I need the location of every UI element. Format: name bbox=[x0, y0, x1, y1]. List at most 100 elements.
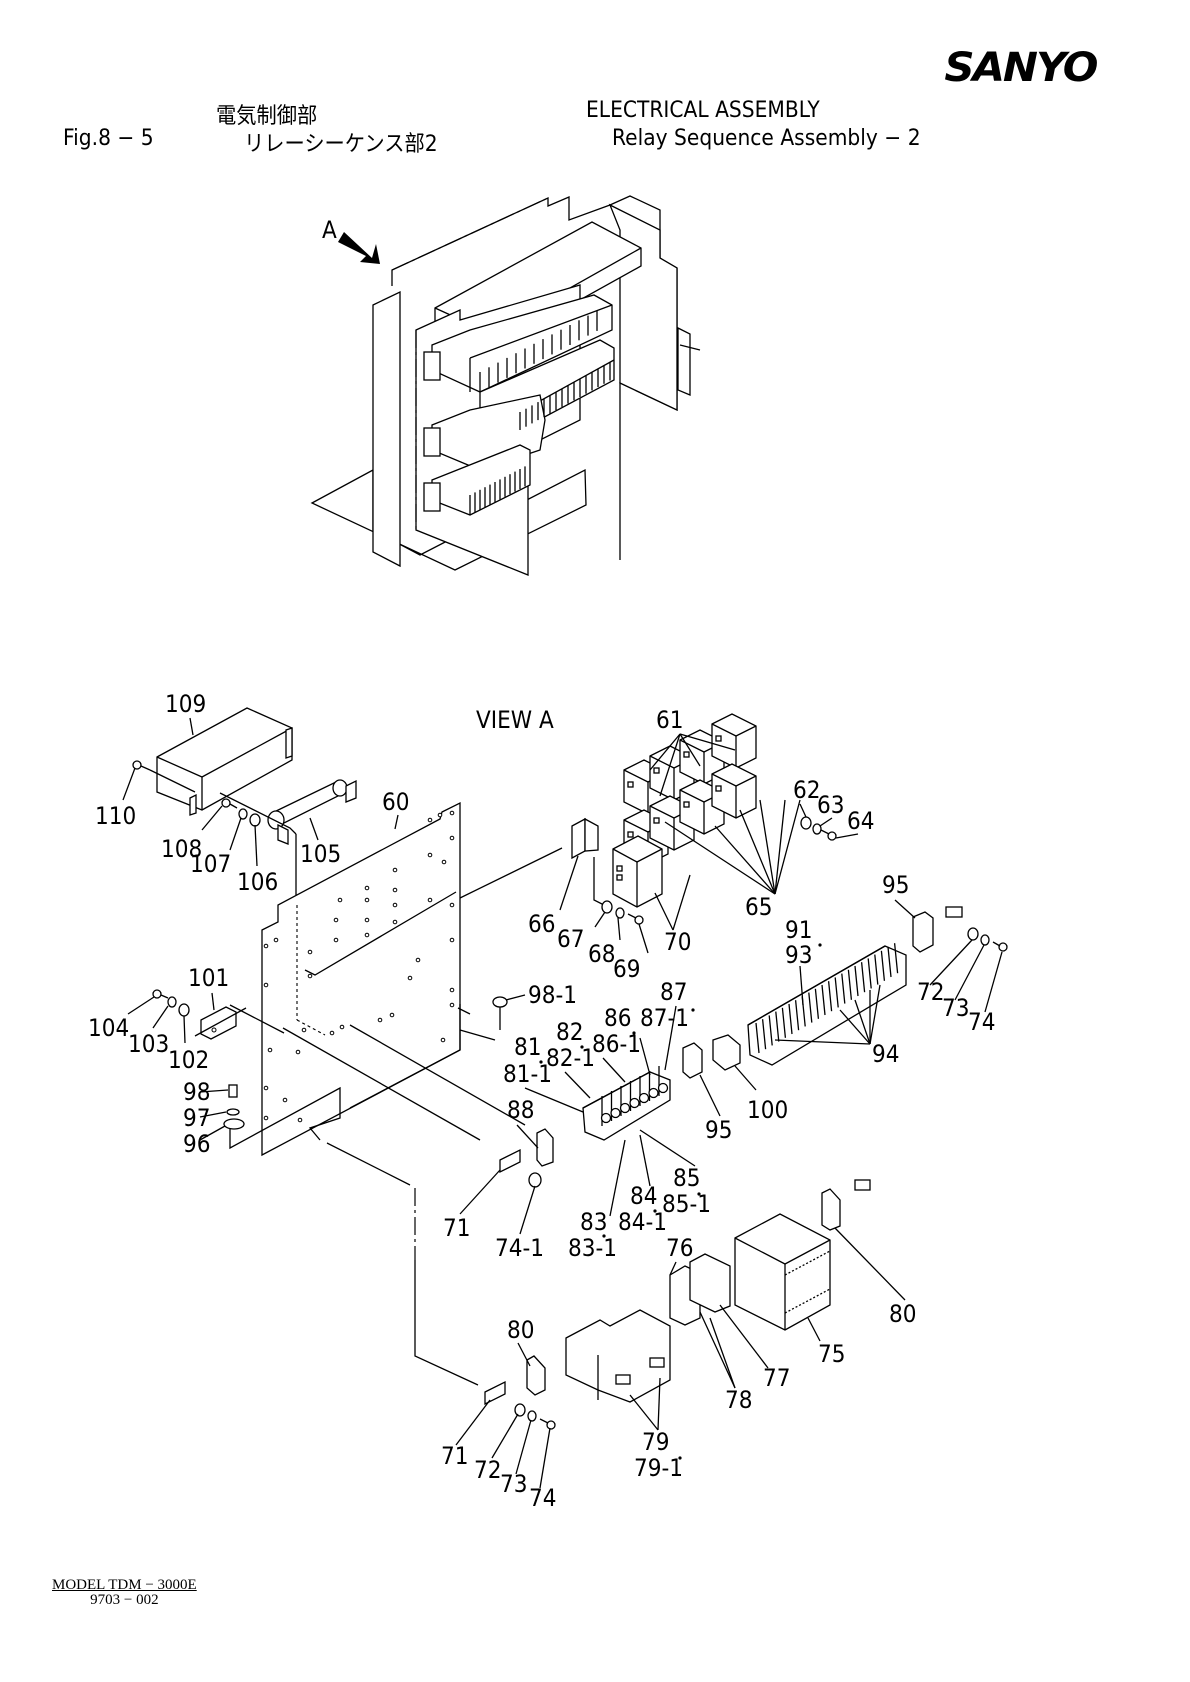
mounting-hole bbox=[441, 859, 447, 865]
leader-line bbox=[211, 992, 215, 1011]
leader-line bbox=[774, 1039, 871, 1045]
callout-73: 73 bbox=[500, 1470, 527, 1498]
callout-72: 72 bbox=[917, 978, 944, 1006]
callout-68: 68 bbox=[588, 940, 615, 968]
leader-line bbox=[799, 803, 807, 818]
leader-lines bbox=[122, 717, 1003, 1489]
callout-84: 84 bbox=[630, 1182, 657, 1210]
leader-line bbox=[229, 817, 242, 851]
leader-line bbox=[199, 1089, 229, 1093]
callout-96: 96 bbox=[183, 1130, 210, 1158]
leader-line bbox=[517, 1342, 531, 1367]
callout-70: 70 bbox=[664, 928, 691, 956]
callout-83-1: 83-1 bbox=[568, 1234, 617, 1262]
leader-line bbox=[629, 1394, 659, 1431]
mounting-hole bbox=[337, 897, 343, 903]
callout-69: 69 bbox=[613, 955, 640, 983]
leader-line bbox=[309, 817, 319, 841]
callout-67: 67 bbox=[557, 925, 584, 953]
mounting-hole bbox=[440, 1037, 446, 1043]
callout-73: 73 bbox=[942, 994, 969, 1022]
callout-86: 86 bbox=[604, 1004, 631, 1032]
mounting-hole bbox=[273, 937, 279, 943]
part-71-rail-b bbox=[484, 1380, 506, 1406]
callout-83: 83 bbox=[580, 1208, 607, 1236]
part-106-washer bbox=[249, 813, 261, 827]
callout-80: 80 bbox=[889, 1300, 916, 1328]
mounting-hole bbox=[295, 1049, 301, 1055]
callout-87: 87 bbox=[660, 978, 687, 1006]
mounting-hole bbox=[263, 1115, 269, 1121]
relay-unit bbox=[711, 763, 757, 819]
leader-line bbox=[657, 1377, 661, 1431]
part-110-screw bbox=[132, 760, 196, 793]
callout-79-1: 79-1 bbox=[634, 1454, 683, 1482]
leader-line bbox=[639, 1129, 696, 1167]
leader-line bbox=[659, 733, 681, 797]
callout-81-1: 81-1 bbox=[503, 1060, 552, 1088]
callout-separator-dot bbox=[678, 1456, 682, 1460]
part-69-screw bbox=[627, 913, 644, 925]
part-66-bracket bbox=[571, 817, 605, 906]
callout-62: 62 bbox=[793, 776, 820, 804]
callout-102: 102 bbox=[168, 1046, 209, 1074]
part-98-1-grommet bbox=[492, 996, 508, 1030]
leader-line bbox=[929, 939, 973, 986]
leader-line bbox=[617, 917, 621, 941]
callout-separator-dot bbox=[653, 1209, 657, 1213]
mounting-hole bbox=[263, 1085, 269, 1091]
title-jp-line1: 電気制御部 bbox=[216, 104, 318, 129]
mounting-hole bbox=[364, 932, 370, 938]
mounting-hole bbox=[449, 835, 455, 841]
part-100-end-stop bbox=[712, 1034, 741, 1071]
leader-line bbox=[649, 733, 681, 771]
part-60-panel bbox=[219, 792, 563, 1386]
mounting-hole bbox=[282, 1097, 288, 1103]
leader-line bbox=[819, 817, 833, 827]
leader-line bbox=[839, 1009, 871, 1045]
leader-line bbox=[199, 1111, 227, 1118]
leader-line bbox=[835, 833, 859, 839]
overview-assembly: A bbox=[310, 195, 701, 576]
callout-86-1: 86-1 bbox=[592, 1030, 641, 1058]
callout-74-1: 74-1 bbox=[495, 1234, 544, 1262]
mounting-hole bbox=[333, 917, 339, 923]
leader-line bbox=[609, 1139, 626, 1217]
part-67-washer bbox=[601, 900, 613, 914]
leader-line bbox=[122, 767, 136, 801]
mounting-hole bbox=[392, 902, 398, 908]
part-105-component bbox=[267, 779, 357, 845]
callout-78: 78 bbox=[725, 1386, 752, 1414]
leader-line bbox=[455, 1399, 491, 1446]
leader-line bbox=[524, 1087, 584, 1113]
callout-labels: 1091101081071061056061626364656667686970… bbox=[88, 690, 995, 1512]
part-63-washer bbox=[812, 823, 822, 835]
leader-line bbox=[774, 799, 801, 895]
part-75-unit bbox=[734, 1213, 831, 1331]
callout-61: 61 bbox=[656, 706, 683, 734]
leader-line bbox=[491, 1413, 519, 1459]
model-number: MODEL TDM − 3000E bbox=[52, 1577, 197, 1593]
mounting-hole bbox=[415, 957, 421, 963]
part-64-screw bbox=[820, 829, 837, 841]
callout-65: 65 bbox=[745, 893, 772, 921]
part-91-93-terminal-block bbox=[747, 943, 907, 1066]
part-74-screw-b bbox=[539, 1418, 556, 1430]
leader-line bbox=[201, 805, 223, 831]
part-73-washer-b bbox=[527, 1410, 537, 1422]
part-102-washer bbox=[178, 1003, 190, 1017]
mounting-hole bbox=[449, 810, 455, 816]
relay-row-4 bbox=[423, 444, 531, 516]
brand-logo: SANYO bbox=[944, 45, 1098, 91]
callout-88: 88 bbox=[507, 1096, 534, 1124]
leader-line bbox=[602, 1057, 626, 1083]
leader-line bbox=[594, 911, 606, 928]
part-107-washer bbox=[238, 808, 248, 820]
callout-81: 81 bbox=[514, 1033, 541, 1061]
mounting-hole bbox=[392, 919, 398, 925]
leader-line bbox=[516, 1124, 539, 1149]
mounting-hole bbox=[364, 885, 370, 891]
mounting-hole bbox=[329, 1030, 335, 1036]
mounting-hole bbox=[437, 812, 443, 818]
callout-103: 103 bbox=[128, 1030, 169, 1058]
